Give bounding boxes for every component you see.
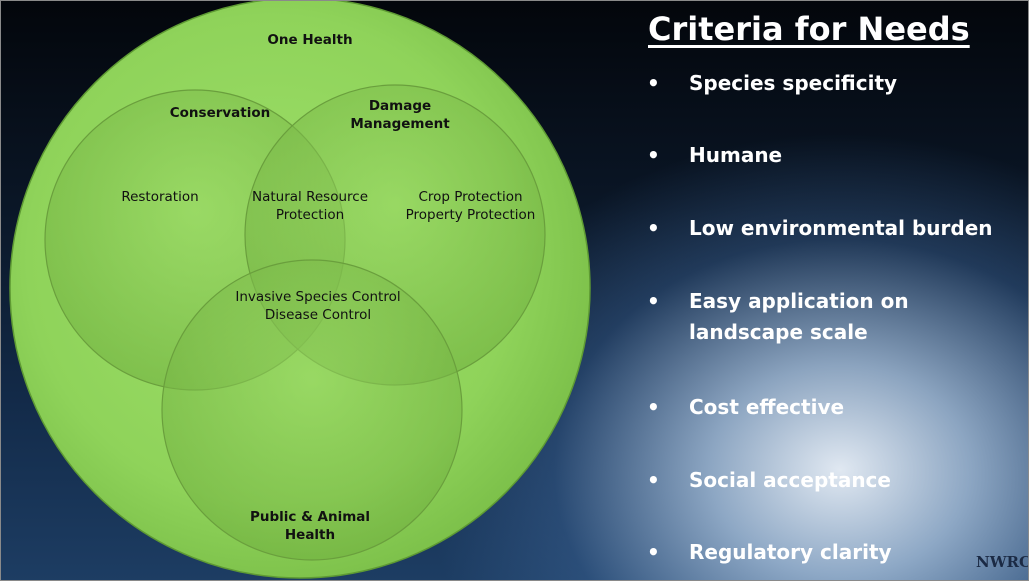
bullet-icon: • — [647, 143, 660, 167]
restoration-label: Restoration — [121, 189, 199, 205]
crop-protection-line: Crop Protection — [418, 189, 523, 205]
public-animal-line1: Public & Animal — [249, 509, 371, 525]
logo-text: NWRC — [976, 553, 1029, 571]
criteria-item: • Easy application on landscape scale — [645, 286, 1029, 348]
natural-resource-line2: Protection — [275, 207, 345, 224]
conservation-label: Conservation — [169, 105, 271, 121]
natural-resource-line1: Natural Resource — [252, 189, 368, 205]
nwrc-logo: NWRC — [976, 548, 1029, 574]
criteria-item: • Cost effective — [645, 392, 1029, 423]
criteria-text: Regulatory clarity — [689, 540, 892, 564]
bullet-icon: • — [647, 468, 660, 492]
criteria-text: Low environmental burden — [689, 216, 993, 240]
criteria-text: Social acceptance — [689, 468, 891, 492]
bullet-icon: • — [647, 71, 660, 95]
criteria-text: Cost effective — [689, 395, 845, 419]
bullet-icon: • — [647, 216, 660, 240]
criteria-item: • Low environmental burden — [645, 213, 1029, 244]
invasive-species-line: Invasive Species Control — [235, 289, 401, 305]
bullet-icon: • — [647, 289, 660, 313]
public-animal-health-circle — [161, 259, 463, 561]
criteria-text: Easy application on — [689, 289, 909, 313]
criteria-item: • Species specificity — [645, 68, 1029, 99]
natural-resource-protection-label: Natural Resource Protection — [235, 188, 385, 224]
criteria-text: Humane — [689, 143, 783, 167]
public-animal-health-label: Public & Animal Health — [240, 508, 380, 544]
invasive-disease-control-label: Invasive Species Control Disease Control — [218, 288, 418, 324]
public-animal-line2: Health — [284, 527, 336, 544]
bullet-icon: • — [647, 395, 660, 419]
criteria-text-line2: landscape scale — [689, 320, 868, 344]
damage-management-line1: Damage — [368, 98, 432, 114]
criteria-text: Species specificity — [689, 71, 898, 95]
criteria-item: • Social acceptance — [645, 465, 1029, 496]
bullet-icon: • — [647, 540, 660, 564]
one-health-label: One Health — [267, 32, 353, 48]
criteria-item: • Regulatory clarity — [645, 537, 1029, 568]
damage-management-line2: Management — [350, 116, 450, 133]
crop-property-protection-label: Crop Protection Property Protection — [388, 188, 553, 224]
criteria-item: • Humane — [645, 140, 1029, 171]
damage-management-label: Damage Management — [330, 97, 470, 133]
property-protection-line: Property Protection — [405, 207, 536, 224]
disease-control-line: Disease Control — [264, 307, 372, 324]
slide-title: Criteria for Needs — [648, 10, 970, 48]
